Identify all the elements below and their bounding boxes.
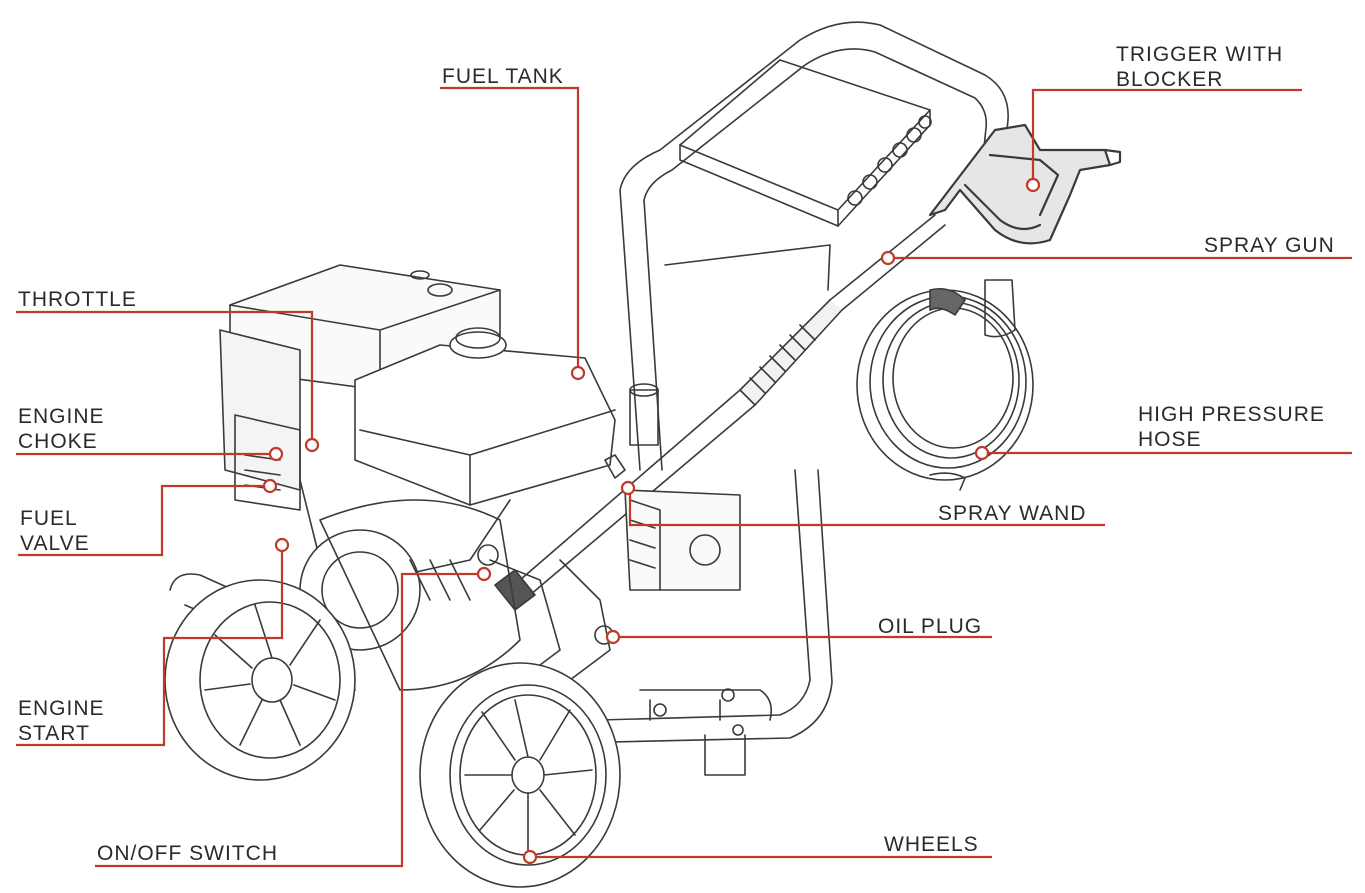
label-wheels: WHEELS (884, 833, 979, 856)
label-high-pressure-hose: HIGH PRESSURE HOSE (1138, 402, 1325, 452)
label-fuel-tank: FUEL TANK (442, 65, 564, 88)
hose-coil (856, 279, 1034, 491)
marker-high-pressure-hose (974, 445, 990, 461)
marker-trigger (1025, 177, 1041, 193)
label-fuel-valve-line1: FUEL (20, 507, 78, 530)
label-trigger-line2: BLOCKER (1116, 68, 1224, 91)
label-spray-wand: SPRAY WAND (938, 502, 1087, 525)
marker-spray-gun (880, 250, 896, 266)
leader-on-off-switch (95, 572, 484, 868)
label-hose-line2: HOSE (1138, 428, 1202, 451)
label-engine-choke-line1: ENGINE (18, 405, 105, 428)
spray-gun-drawing (928, 123, 1122, 245)
marker-oil-plug (605, 629, 621, 645)
label-engine-start-line2: START (18, 722, 90, 745)
label-fuel-valve-line2: VALVE (20, 532, 90, 555)
marker-engine-start (274, 537, 290, 553)
control-panel (679, 59, 932, 227)
label-hose-line1: HIGH PRESSURE (1138, 403, 1325, 426)
engine (219, 264, 741, 691)
leader-throttle (16, 310, 314, 445)
spray-wand-drawing (494, 214, 946, 611)
label-engine-start: ENGINE START (18, 696, 105, 746)
marker-fuel-valve (262, 478, 278, 494)
leader-fuel-valve (18, 484, 270, 557)
label-trigger-line1: TRIGGER WITH (1116, 43, 1284, 66)
label-throttle: THROTTLE (18, 288, 137, 311)
label-trigger-with-blocker: TRIGGER WITH BLOCKER (1116, 42, 1283, 92)
label-fuel-valve: FUEL VALVE (20, 506, 90, 556)
leader-fuel-tank (440, 86, 580, 373)
marker-spray-wand (620, 480, 636, 496)
label-engine-start-line1: ENGINE (18, 697, 105, 720)
marker-fuel-tank (570, 365, 586, 381)
leader-trigger (1031, 88, 1302, 185)
label-spray-gun: SPRAY GUN (1204, 234, 1335, 257)
leader-spray-wand (628, 488, 1105, 527)
marker-on-off-switch (476, 566, 492, 582)
label-engine-choke: ENGINE CHOKE (18, 404, 105, 454)
label-oil-plug: OIL PLUG (878, 615, 983, 638)
marker-engine-choke (268, 446, 284, 462)
label-engine-choke-line2: CHOKE (18, 430, 98, 453)
leader-engine-start (16, 545, 284, 747)
frame (599, 21, 1009, 776)
marker-wheels (522, 849, 538, 865)
label-on-off-switch: ON/OFF SWITCH (97, 842, 278, 865)
marker-throttle (304, 437, 320, 453)
